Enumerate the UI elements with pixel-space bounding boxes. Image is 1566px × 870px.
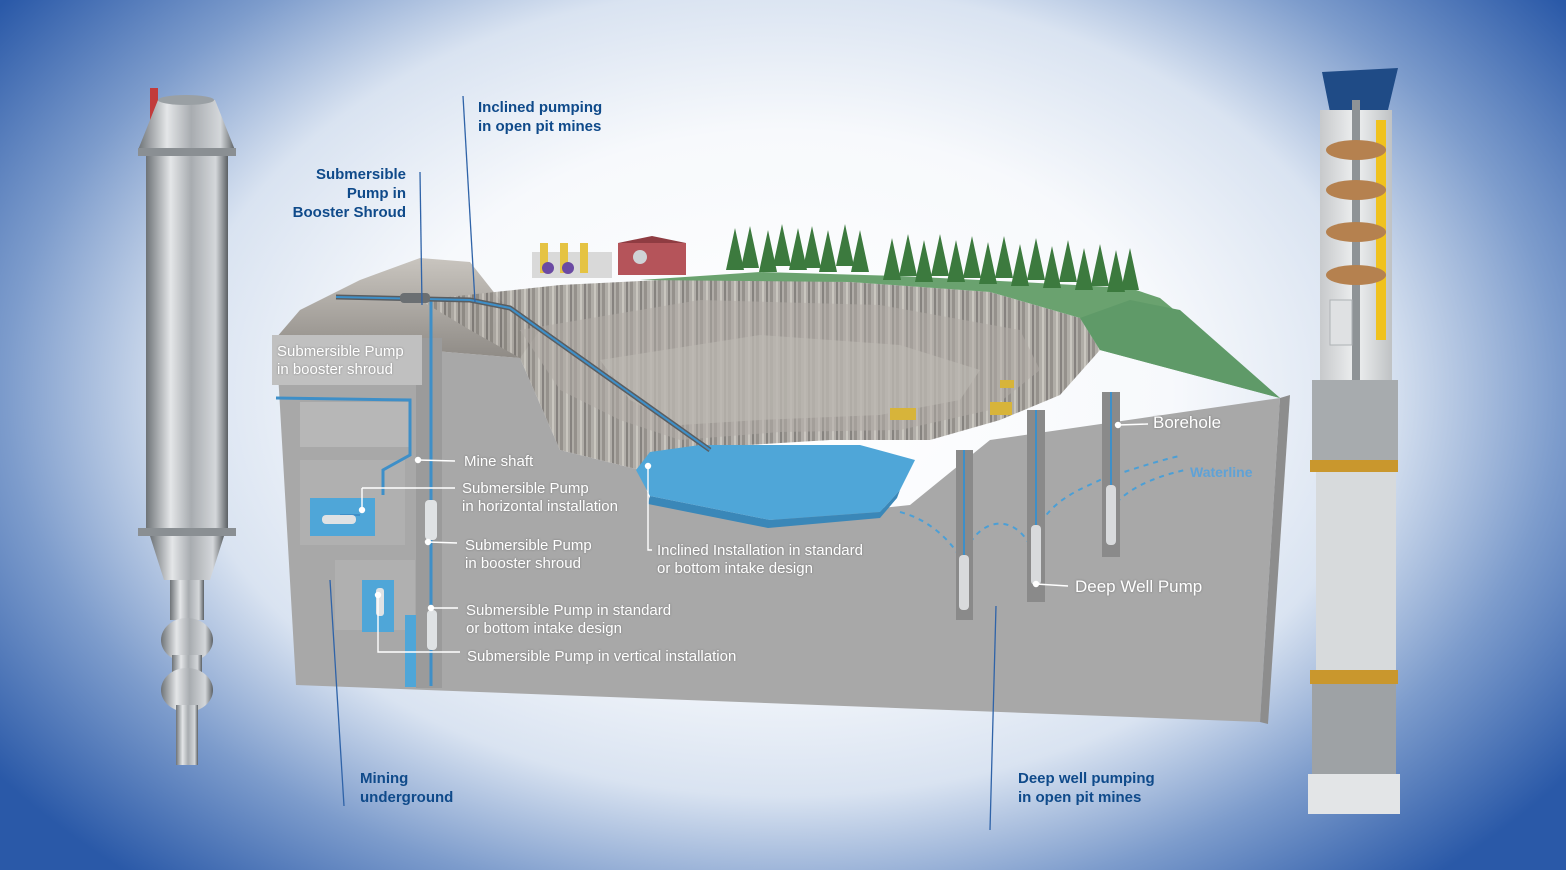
callout-line: Pump in [280,184,406,203]
callout-mining-underground: Mining underground [360,769,453,807]
callout-line: Mining [360,769,453,788]
tree [726,228,744,270]
tree [963,236,981,278]
callout-line: Booster Shroud [280,203,406,222]
tree [995,236,1013,278]
label-line: Submersible Pump [465,537,592,555]
label-inclined-installation: Inclined Installation in standard or bot… [657,542,863,578]
callout-line: Inclined pumping [478,98,602,117]
tree [1011,244,1029,286]
label-deep-well-pump: Deep Well Pump [1075,578,1202,596]
tree [899,234,917,276]
tree [979,242,997,284]
label-line: Submersible Pump in vertical installatio… [467,648,736,666]
tree [1075,248,1093,290]
label-line: Submersible Pump [462,480,618,498]
callout-line: in open pit mines [1018,788,1155,807]
label-line: Borehole [1153,414,1221,432]
tree [741,226,759,268]
label-line: in booster shroud [277,361,404,379]
surface-plant [532,236,686,278]
label-horizontal-installation: Submersible Pump in horizontal installat… [462,480,618,516]
label-line: Mine shaft [464,453,533,471]
callout-line: Submersible [280,165,406,184]
tree [836,224,854,266]
label-line: in booster shroud [465,555,592,573]
tree [1121,248,1139,290]
tree [931,234,949,276]
label-line: Submersible Pump in standard [466,602,671,620]
tree [819,230,837,272]
label-vertical-installation: Submersible Pump in vertical installatio… [467,648,736,666]
label-borehole: Borehole [1153,414,1221,432]
tree [947,240,965,282]
label-waterline: Waterline [1190,464,1253,480]
callout-line: underground [360,788,453,807]
tree [1027,238,1045,280]
tree [773,224,791,266]
label-line: or bottom intake design [466,620,671,638]
tree [1091,244,1109,286]
label-mine-shaft: Mine shaft [464,453,533,471]
callout-line: in open pit mines [478,117,602,136]
label-line: Deep Well Pump [1075,578,1202,596]
label-line: or bottom intake design [657,560,863,578]
right-deep-well-pump-cutaway [1308,68,1400,814]
left-submersible-pump [138,88,236,765]
label-shroud-box: Submersible Pump in booster shroud [277,343,404,379]
callout-line: Deep well pumping [1018,769,1155,788]
tree [1043,246,1061,288]
callout-deep-well-pumping: Deep well pumping in open pit mines [1018,769,1155,807]
tree [803,226,821,268]
label-booster-shroud: Submersible Pump in booster shroud [465,537,592,573]
label-standard-intake: Submersible Pump in standard or bottom i… [466,602,671,638]
tree [851,230,869,272]
label-line: Inclined Installation in standard [657,542,863,560]
label-line: in horizontal installation [462,498,618,516]
callout-inclined-pumping: Inclined pumping in open pit mines [478,98,602,136]
tree [1059,240,1077,282]
tree [915,240,933,282]
callout-booster-shroud: Submersible Pump in Booster Shroud [280,165,406,222]
tree [883,238,901,280]
label-line: Submersible Pump [277,343,404,361]
